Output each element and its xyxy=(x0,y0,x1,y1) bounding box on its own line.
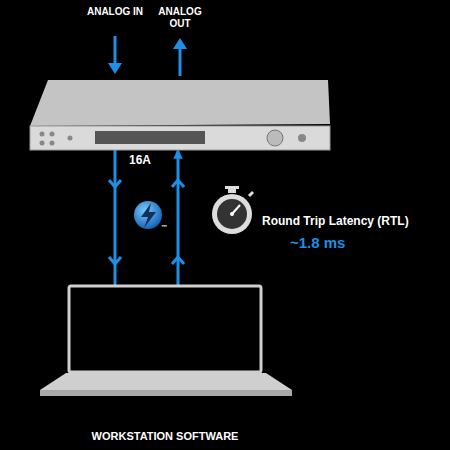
device-front xyxy=(30,126,330,150)
device-button xyxy=(40,132,45,137)
node-label: 16A xyxy=(110,153,170,167)
device-knob xyxy=(267,130,283,146)
device-button xyxy=(68,136,73,141)
latency-value: ~1.8 ms xyxy=(290,234,410,252)
laptop-base xyxy=(40,373,292,390)
signal-name: ANALOG IN xyxy=(85,6,145,18)
device-button xyxy=(50,141,55,146)
device-button xyxy=(40,141,45,146)
laptop-screen xyxy=(69,286,261,372)
node-label: WORKSTATION SOFTWARE xyxy=(0,430,330,442)
rack-device: 16A xyxy=(30,78,330,150)
analog-in-arrow xyxy=(108,36,122,74)
stopwatch-icon xyxy=(212,186,253,234)
laptop-base-edge xyxy=(40,390,292,396)
flow-chevrons xyxy=(109,180,184,264)
device-top xyxy=(30,80,330,126)
device-display xyxy=(95,131,205,144)
trademark-mark: ™ xyxy=(161,224,173,231)
signal-name: ANALOG OUT xyxy=(150,6,210,30)
device-jack xyxy=(298,134,306,142)
device-button xyxy=(50,132,55,137)
latency-title: Round Trip Latency (RTL) xyxy=(262,214,442,228)
laptop-workstation: WORKSTATION SOFTWARE xyxy=(40,283,292,398)
rack-unit-outline xyxy=(30,78,330,150)
laptop-outline xyxy=(40,283,292,398)
analog-out-arrow xyxy=(173,38,187,76)
thunderbolt-icon xyxy=(134,201,162,229)
